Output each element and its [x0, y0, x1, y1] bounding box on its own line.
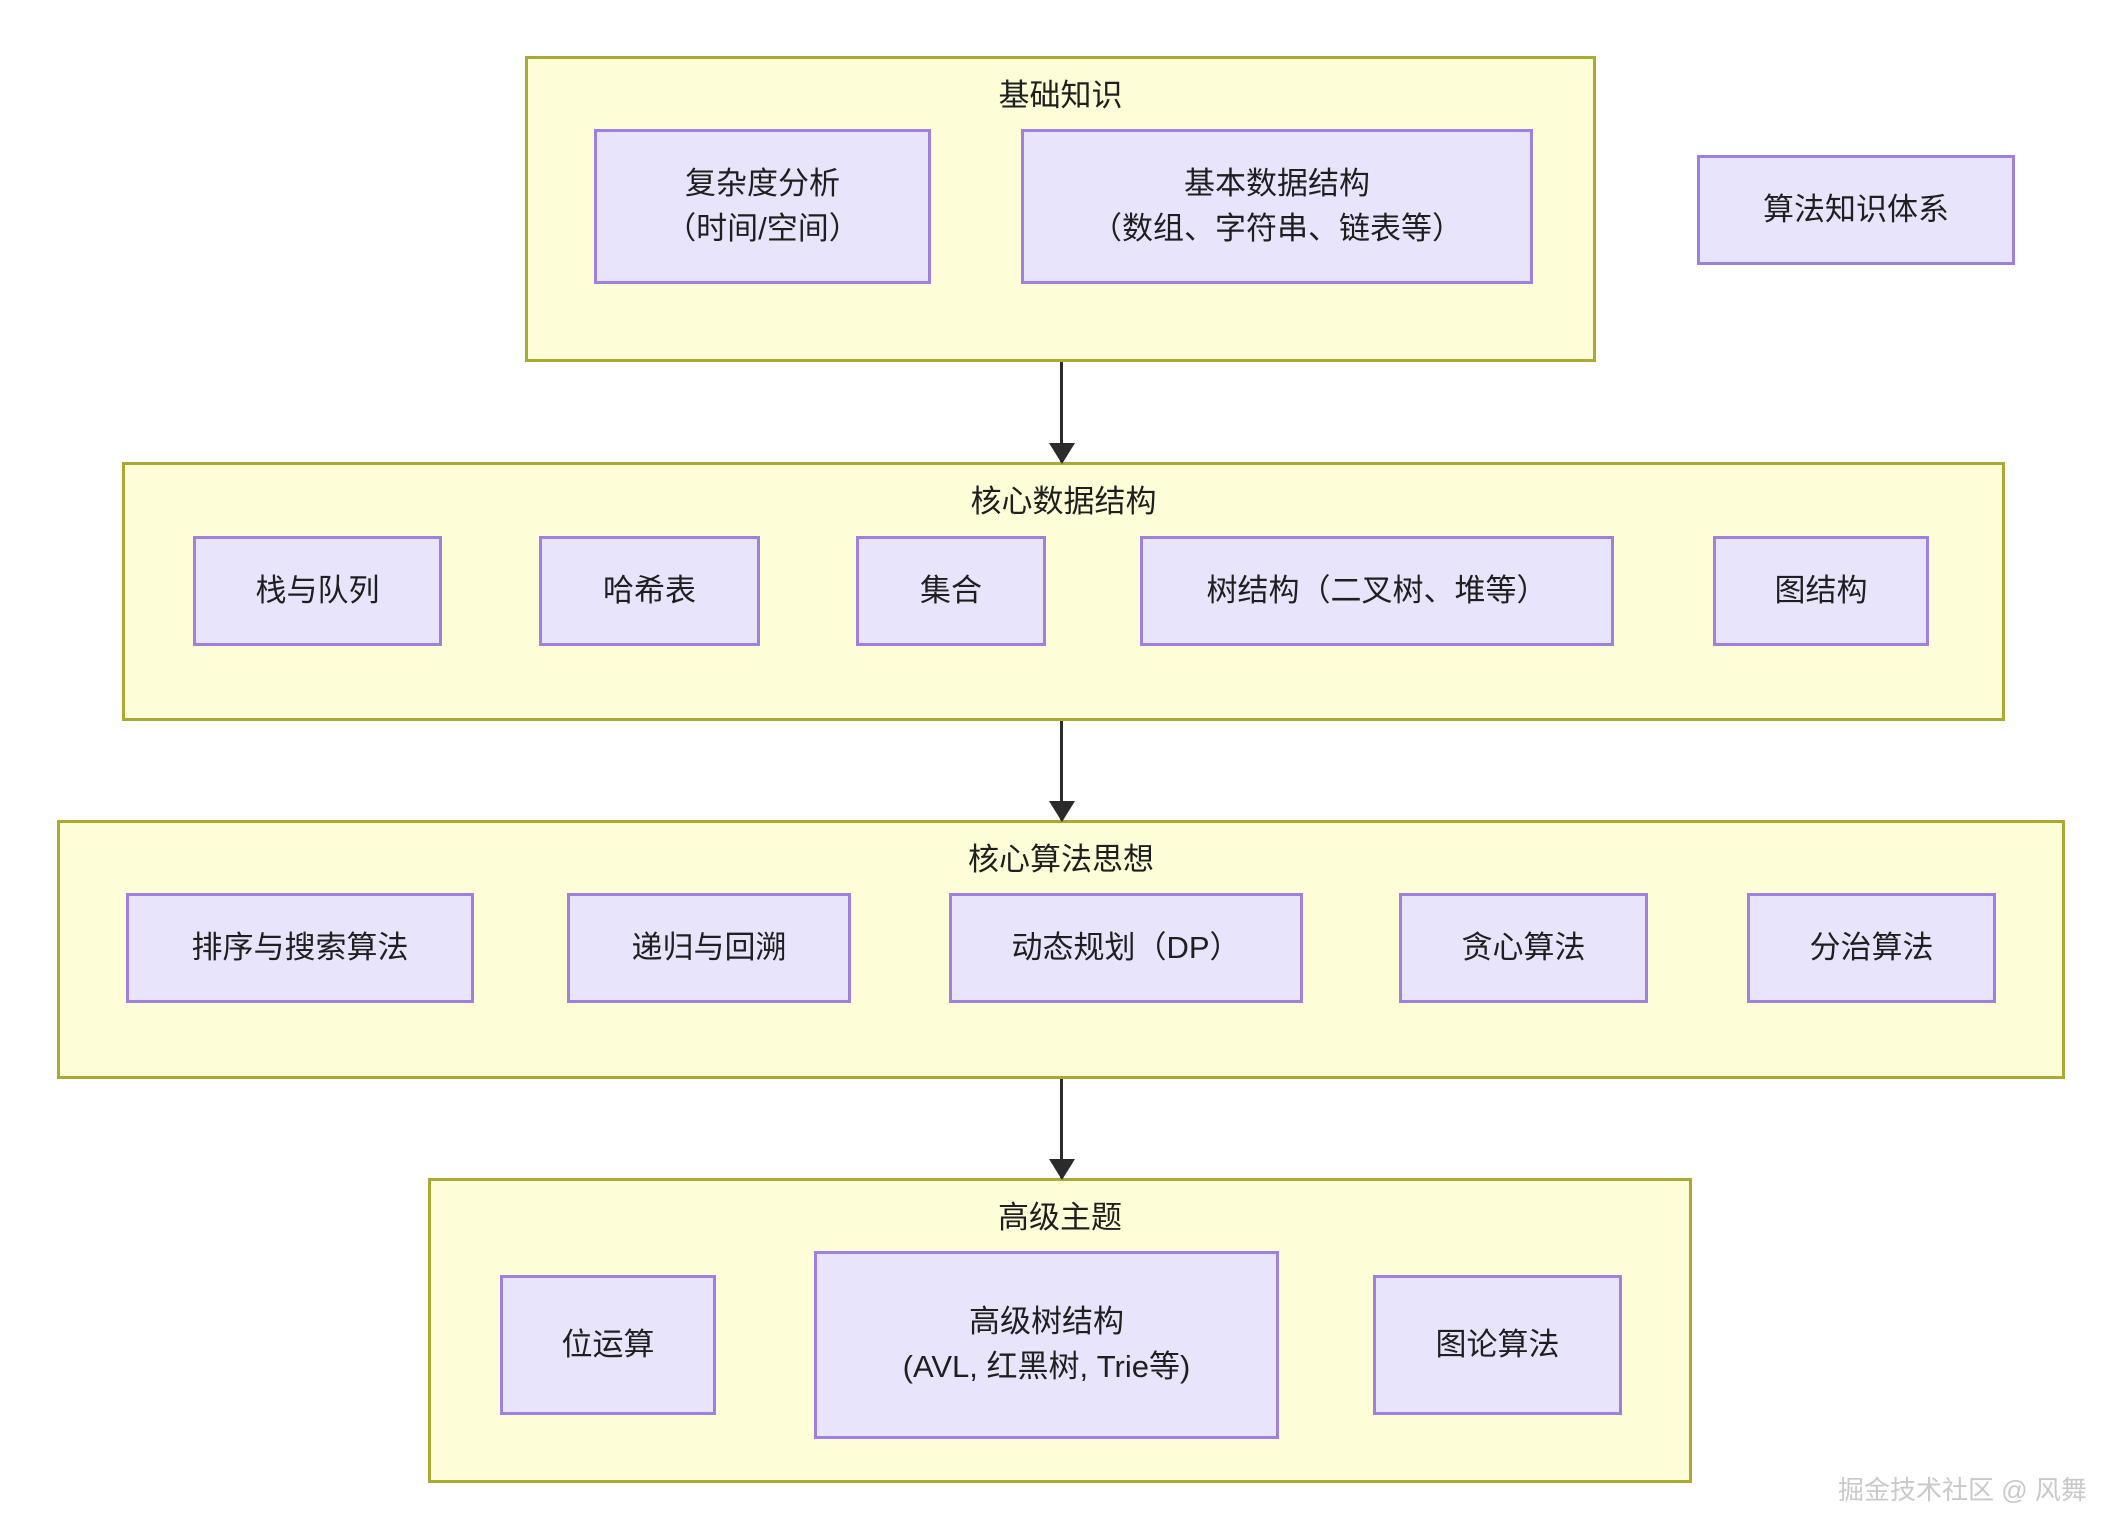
node-label: 图论算法 — [1435, 1326, 1560, 1362]
node-tree-structures[interactable]: 树结构（二叉树、堆等） — [1140, 536, 1614, 646]
group-title-core-algorithm-ideas: 核心算法思想 — [968, 842, 1154, 877]
node-set[interactable]: 集合 — [856, 536, 1046, 646]
node-recursion-and-backtracking[interactable]: 递归与回溯 — [567, 893, 851, 1003]
node-label: 贪心算法 — [1461, 929, 1586, 965]
node-graph-structures[interactable]: 图结构 — [1713, 536, 1929, 646]
node-bit-operations[interactable]: 位运算 — [500, 1275, 716, 1415]
node-label: 算法知识体系 — [1763, 191, 1949, 227]
node-sorting-and-searching[interactable]: 排序与搜索算法 — [126, 893, 474, 1003]
node-basic-data-structures[interactable]: 基本数据结构 （数组、字符串、链表等） — [1021, 129, 1533, 284]
group-title-basics: 基础知识 — [998, 78, 1123, 113]
arrow-basics-to-core-data-structures — [1060, 362, 1063, 462]
node-label: 基本数据结构 （数组、字符串、链表等） — [1091, 165, 1463, 246]
node-advanced-tree-structures[interactable]: 高级树结构 (AVL, 红黑树, Trie等) — [814, 1251, 1279, 1439]
node-dynamic-programming[interactable]: 动态规划（DP） — [949, 893, 1303, 1003]
node-label: 递归与回溯 — [631, 929, 787, 965]
node-label: 树结构（二叉树、堆等） — [1206, 572, 1548, 608]
node-label: 集合 — [920, 572, 982, 608]
node-label: 动态规划（DP） — [1011, 929, 1241, 965]
watermark: 掘金技术社区 @ 风舞 — [1838, 1475, 2087, 1505]
node-greedy-algorithm[interactable]: 贪心算法 — [1399, 893, 1648, 1003]
node-label: 分治算法 — [1809, 929, 1934, 965]
node-divide-and-conquer[interactable]: 分治算法 — [1747, 893, 1996, 1003]
node-label: 位运算 — [561, 1326, 655, 1362]
arrow-core-data-structures-to-core-algorithms — [1060, 721, 1063, 820]
node-stack-and-queue[interactable]: 栈与队列 — [193, 536, 442, 646]
group-title-core-data-structures: 核心数据结构 — [970, 484, 1157, 519]
node-label: 复杂度分析 （时间/空间） — [665, 165, 860, 246]
arrow-core-algorithms-to-advanced-topics — [1060, 1079, 1063, 1178]
node-label: 栈与队列 — [255, 572, 380, 608]
node-label: 图结构 — [1774, 572, 1868, 608]
group-title-advanced-topics: 高级主题 — [998, 1200, 1122, 1235]
node-complexity-analysis[interactable]: 复杂度分析 （时间/空间） — [594, 129, 931, 284]
node-label: 高级树结构 (AVL, 红黑树, Trie等) — [902, 1304, 1191, 1384]
node-hash-table[interactable]: 哈希表 — [539, 536, 760, 646]
node-algorithm-knowledge-system[interactable]: 算法知识体系 — [1697, 155, 2015, 265]
node-label: 哈希表 — [603, 572, 696, 608]
node-label: 排序与搜索算法 — [191, 929, 409, 965]
node-graph-theory-algorithms[interactable]: 图论算法 — [1373, 1275, 1622, 1415]
